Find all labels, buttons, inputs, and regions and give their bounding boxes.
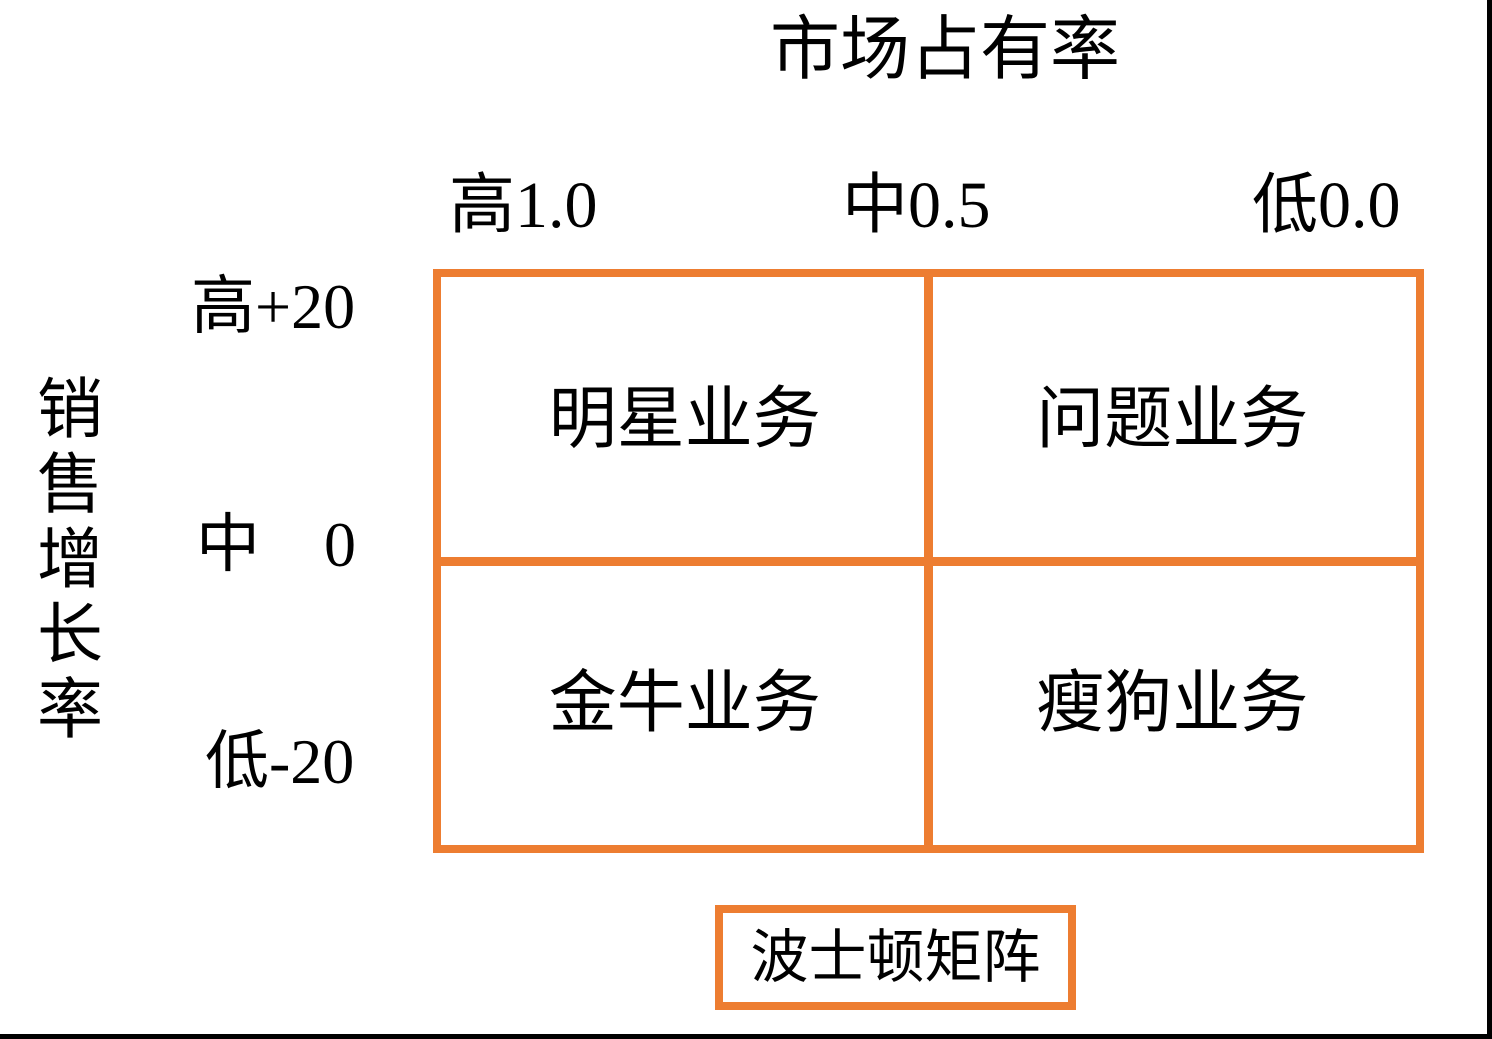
quadrant-stars-label: 明星业务 [548,380,821,457]
x-tick-high: 高1.0 [449,169,598,242]
page-edge-line-right [1487,0,1492,1039]
x-tick-mid: 中0.5 [842,169,991,242]
matrix-horizontal-divider [441,556,1416,566]
quadrant-question-marks-label: 问题业务 [1036,380,1309,457]
y-tick-low: 低-20 [205,726,355,797]
y-tick-mid: 中 0 [196,509,356,580]
bcg-matrix-grid: 明星业务 问题业务 金牛业务 瘦狗业务 [433,269,1424,853]
y-tick-high: 高+20 [191,271,356,342]
page-edge-line-bottom [0,1034,1492,1039]
quadrant-dogs-label: 瘦狗业务 [1036,664,1309,741]
x-axis-title: 市场占有率 [770,12,1120,89]
y-axis-title: 销售增长率 [27,374,100,749]
x-tick-low: 低0.0 [1252,169,1401,242]
quadrant-question-marks: 问题业务 [929,277,1417,561]
quadrant-cash-cows-label: 金牛业务 [548,664,821,741]
caption-label: 波士顿矩阵 [750,924,1041,990]
quadrant-stars: 明星业务 [441,277,929,561]
quadrant-cash-cows: 金牛业务 [441,561,929,845]
caption-box: 波士顿矩阵 [715,905,1076,1010]
quadrant-dogs: 瘦狗业务 [929,561,1417,845]
